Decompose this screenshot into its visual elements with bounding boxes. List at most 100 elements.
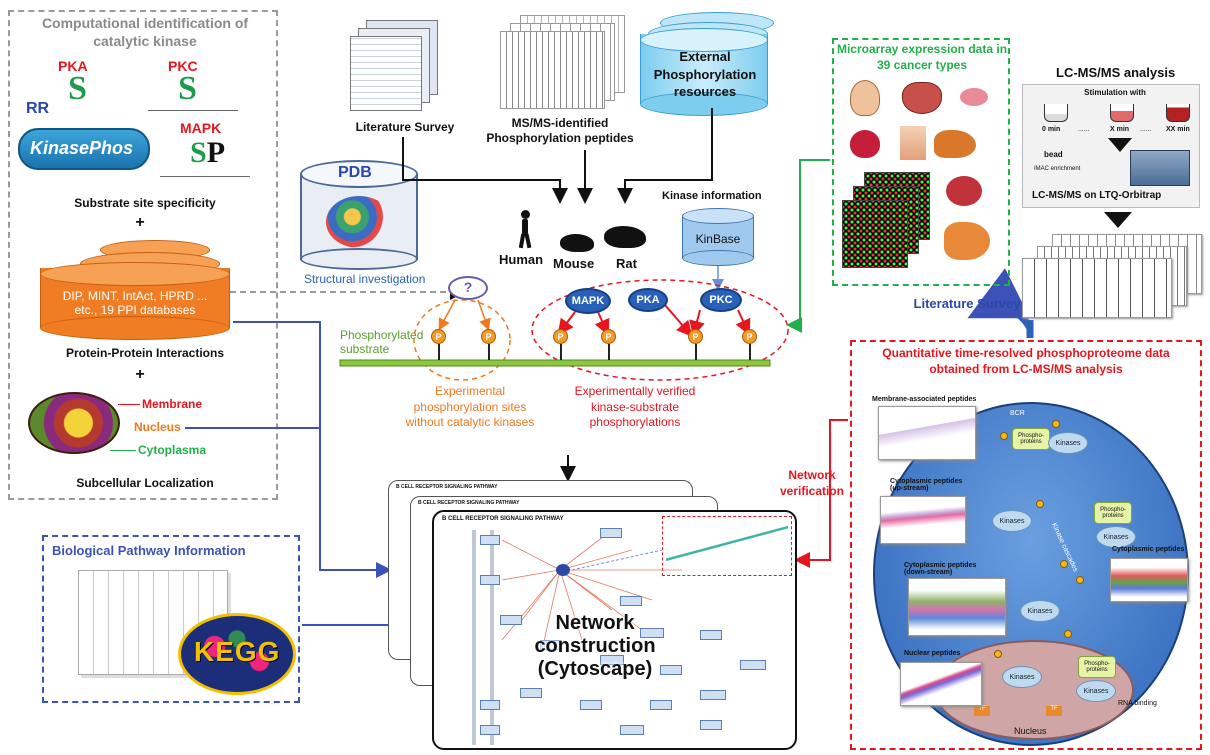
pathway-panel [42, 535, 300, 703]
q-to-p1 [438, 299, 456, 331]
p-site-2: P [481, 329, 496, 344]
cyto-up-plot [880, 496, 966, 544]
organ-lungs [902, 82, 942, 114]
tube-xx [1166, 104, 1190, 122]
p-site-4: P [601, 329, 616, 344]
mouse-icon [560, 234, 594, 252]
tf-1: TF [974, 706, 990, 716]
exp-sites-label: Experimental phosphorylation sites witho… [405, 384, 535, 430]
pka-logo-rr: RR [26, 100, 50, 117]
microarray-chips [842, 172, 932, 272]
phospho-3: Phospho-proteins [1078, 656, 1116, 678]
pkc-logo-s: S [178, 70, 197, 107]
nucleus-label-quant: Nucleus [1014, 726, 1047, 736]
network-verification-label: Network verification [779, 468, 845, 498]
plus-2: + [135, 366, 145, 383]
human-label: Human [499, 252, 544, 267]
substrate-label: Phosphorylated substrate [340, 328, 424, 357]
microarray-panel [832, 38, 1010, 286]
imac-label: IMAC enrichment [1034, 166, 1081, 172]
q-to-p2 [477, 299, 491, 331]
kinbase-label: KinBase [695, 232, 741, 246]
ppi-blue-arrow [233, 321, 392, 578]
kinases-6: Kinases [1076, 680, 1116, 702]
network-card-title: B CELL RECEPTOR SIGNALING PATHWAY [442, 516, 564, 522]
phospho-1: Phospho-proteins [1012, 428, 1050, 450]
cyto-peptides-label: Cytoplasmic peptides [1112, 546, 1185, 553]
literature-screenshots [350, 20, 440, 115]
organ-small [960, 88, 988, 106]
down-arrow-1 [1108, 138, 1132, 152]
verification-arrow [794, 419, 848, 568]
panel-title: Computational identification of catalyti… [41, 15, 249, 49]
ellipsis-2: ...... [1140, 126, 1152, 133]
membrane-label: Membrane [142, 397, 203, 411]
organ-kidney [946, 176, 982, 206]
pka-logo-s: S [68, 70, 87, 107]
pka-node: PKA [628, 288, 668, 312]
membrane-plot [878, 406, 976, 460]
pkc-label: PKC [168, 58, 198, 74]
ppi-database-stack [40, 240, 240, 340]
kinases-5: Kinases [1002, 666, 1042, 688]
question-mark: ? [463, 279, 473, 295]
spectrum-stack [1022, 234, 1202, 324]
p-site-6: P [742, 329, 757, 344]
pathway-title: Biological Pathway Information [52, 543, 246, 558]
pdb-logo-cylinder [300, 160, 418, 270]
organ-skin [900, 126, 926, 160]
rat-icon [604, 226, 646, 248]
ppi-label: Protein-Protein Interactions [65, 346, 225, 360]
substrate-bar [339, 359, 771, 367]
loc-label: Subcellular Localization [76, 476, 214, 490]
mapk-label: MAPK [180, 120, 222, 136]
kegg-text: KEGG [194, 636, 281, 667]
rna-binding-label: RNA binding [1118, 700, 1157, 707]
quant-title: Quantitative time-resolved phosphoproteo… [882, 346, 1170, 376]
nucleus-label: Nucleus [134, 420, 181, 434]
kegg-logo [178, 613, 296, 695]
cyto-down-plot [908, 578, 1006, 636]
lcms-title: LC-MS/MS analysis [1056, 65, 1176, 80]
pkc-logo-line [148, 110, 238, 111]
kinases-2: Kinases [992, 510, 1032, 532]
microarray-title: Microarray expression data in 39 cancer … [836, 42, 1008, 72]
ellipsis-1: ...... [1078, 126, 1090, 133]
p-site-5: P [688, 329, 703, 344]
membrane-peptides-label: Membrane-associated peptides [872, 396, 977, 403]
orange-dashed-ellipse [413, 299, 511, 381]
orbitrap-label: LC-MS/MS on LTQ-Orbitrap [1032, 190, 1162, 201]
microarray-arrow [786, 159, 830, 333]
cyto-down-label: Cytoplasmic peptides (down-stream) [904, 562, 977, 576]
ppi-db-text: DIP, MINT, IntAct, HPRD ... etc., 19 PPI… [62, 289, 208, 317]
membrane-line [118, 404, 140, 405]
down-arrow-2 [1104, 212, 1132, 228]
external-label: External Phosphorylation resources [653, 49, 757, 100]
network-construction-title: Network construction (Cytoscape) [534, 612, 656, 680]
tube-x [1110, 104, 1134, 122]
organ-liver [934, 130, 976, 158]
pkc-node: PKC [700, 288, 742, 312]
external-db-stack [640, 12, 775, 122]
cyto-up-label: Cytoplasmic peptides (up-stream) [890, 478, 963, 492]
kinasephos-logo [18, 128, 150, 170]
kinasephos-text: KinasePhos [30, 138, 134, 158]
bcr-label: BCR [1010, 410, 1025, 417]
bead-label: bead [1044, 150, 1063, 159]
kinases-1: Kinases [1048, 432, 1088, 454]
tf-2: TF [1046, 706, 1062, 716]
time-0: 0 min [1042, 126, 1061, 133]
time-x: X min [1110, 126, 1130, 133]
pka-label: PKA [58, 58, 88, 74]
literature-survey-arrow-label: Literature Survey [913, 296, 1021, 311]
kinases-4: Kinases [1020, 600, 1060, 622]
p-site-3: P [553, 329, 568, 344]
msms-label: MS/MS-identified Phosphorylation peptide… [486, 116, 634, 145]
ext-arrow [617, 108, 713, 204]
plus-1: + [135, 214, 145, 231]
cell-image [28, 392, 120, 454]
computational-identification-panel [8, 10, 278, 500]
nuclear-plot [900, 662, 982, 706]
mapk-logo-line [160, 176, 250, 177]
structural-label: Structural investigation [304, 272, 426, 286]
